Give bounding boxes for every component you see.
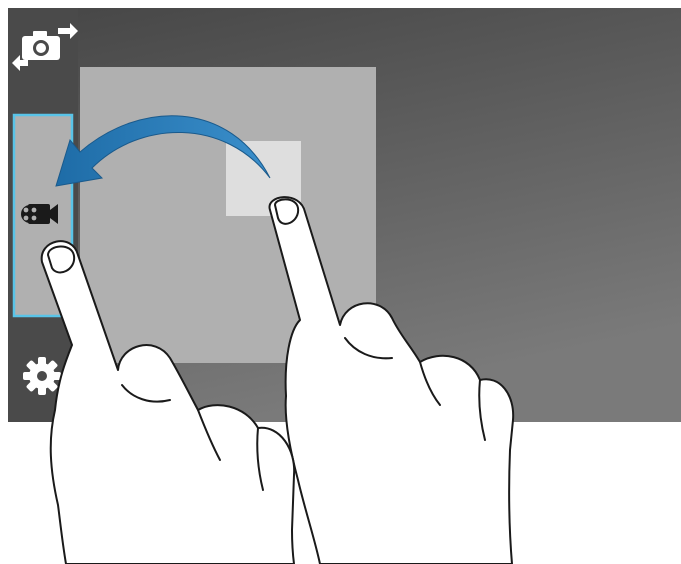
settings-gear-icon[interactable]	[23, 357, 61, 395]
